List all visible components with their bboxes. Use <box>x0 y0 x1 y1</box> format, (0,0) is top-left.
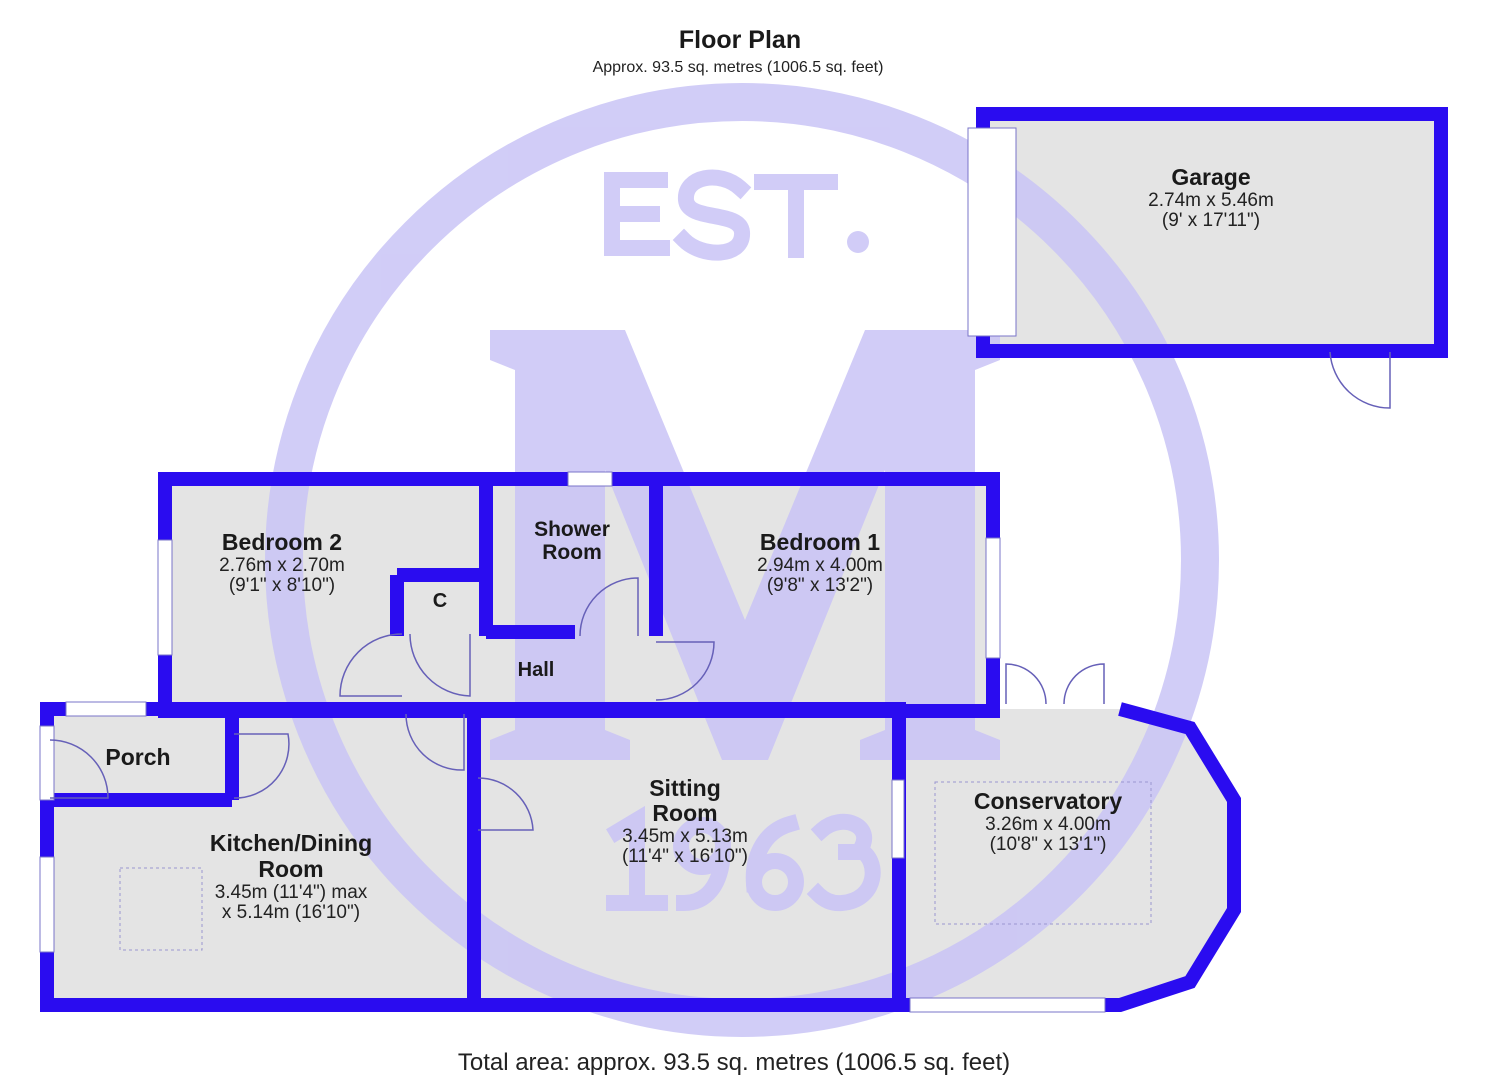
garage-name: Garage <box>1171 164 1250 190</box>
bedroom2-dim-ft: (9'1" x 8'10") <box>229 575 335 596</box>
kitchen-dim-2: x 5.14m (16'10") <box>222 902 360 923</box>
plan-subtitle: Approx. 93.5 sq. metres (1006.5 sq. feet… <box>593 59 884 76</box>
sitting-dim-m: 3.45m x 5.13m <box>622 826 748 847</box>
openings <box>39 127 1391 1013</box>
watermark-m-logo <box>490 330 1000 760</box>
total-area: Total area: approx. 93.5 sq. metres (100… <box>458 1049 1010 1076</box>
watermark <box>265 83 1219 1037</box>
watermark-year-logo <box>606 805 881 912</box>
hall-name: Hall <box>518 659 555 681</box>
shower-name-2: Room <box>542 541 602 564</box>
bedroom1-name: Bedroom 1 <box>760 529 880 555</box>
shower-name-1: Shower <box>534 518 610 541</box>
bedroom2-dim-m: 2.76m x 2.70m <box>219 555 345 576</box>
sitting-name-1: Sitting <box>649 775 721 801</box>
kitchen-dim-1: 3.45m (11'4") max <box>215 882 368 903</box>
cupboard-name: C <box>433 590 447 612</box>
conservatory-name: Conservatory <box>974 788 1122 814</box>
plan-title: Floor Plan <box>679 26 801 54</box>
sitting-name-2: Room <box>652 800 717 826</box>
kitchen-name-2: Room <box>258 856 323 882</box>
conservatory-dim-ft: (10'8" x 13'1") <box>990 834 1107 855</box>
bedroom2-name: Bedroom 2 <box>222 529 342 555</box>
garage-dim-ft: (9' x 17'11") <box>1162 210 1260 231</box>
kitchen-name-1: Kitchen/Dining <box>210 830 372 856</box>
conservatory-dim-m: 3.26m x 4.00m <box>985 814 1111 835</box>
watermark-est-logo <box>604 169 869 261</box>
sitting-dim-ft: (11'4" x 16'10") <box>622 846 748 867</box>
bedroom1-dim-ft: (9'8" x 13'2") <box>767 575 873 596</box>
garage-dim-m: 2.74m x 5.46m <box>1148 190 1274 211</box>
bedroom1-dim-m: 2.94m x 4.00m <box>757 555 883 576</box>
porch-name: Porch <box>105 744 170 770</box>
